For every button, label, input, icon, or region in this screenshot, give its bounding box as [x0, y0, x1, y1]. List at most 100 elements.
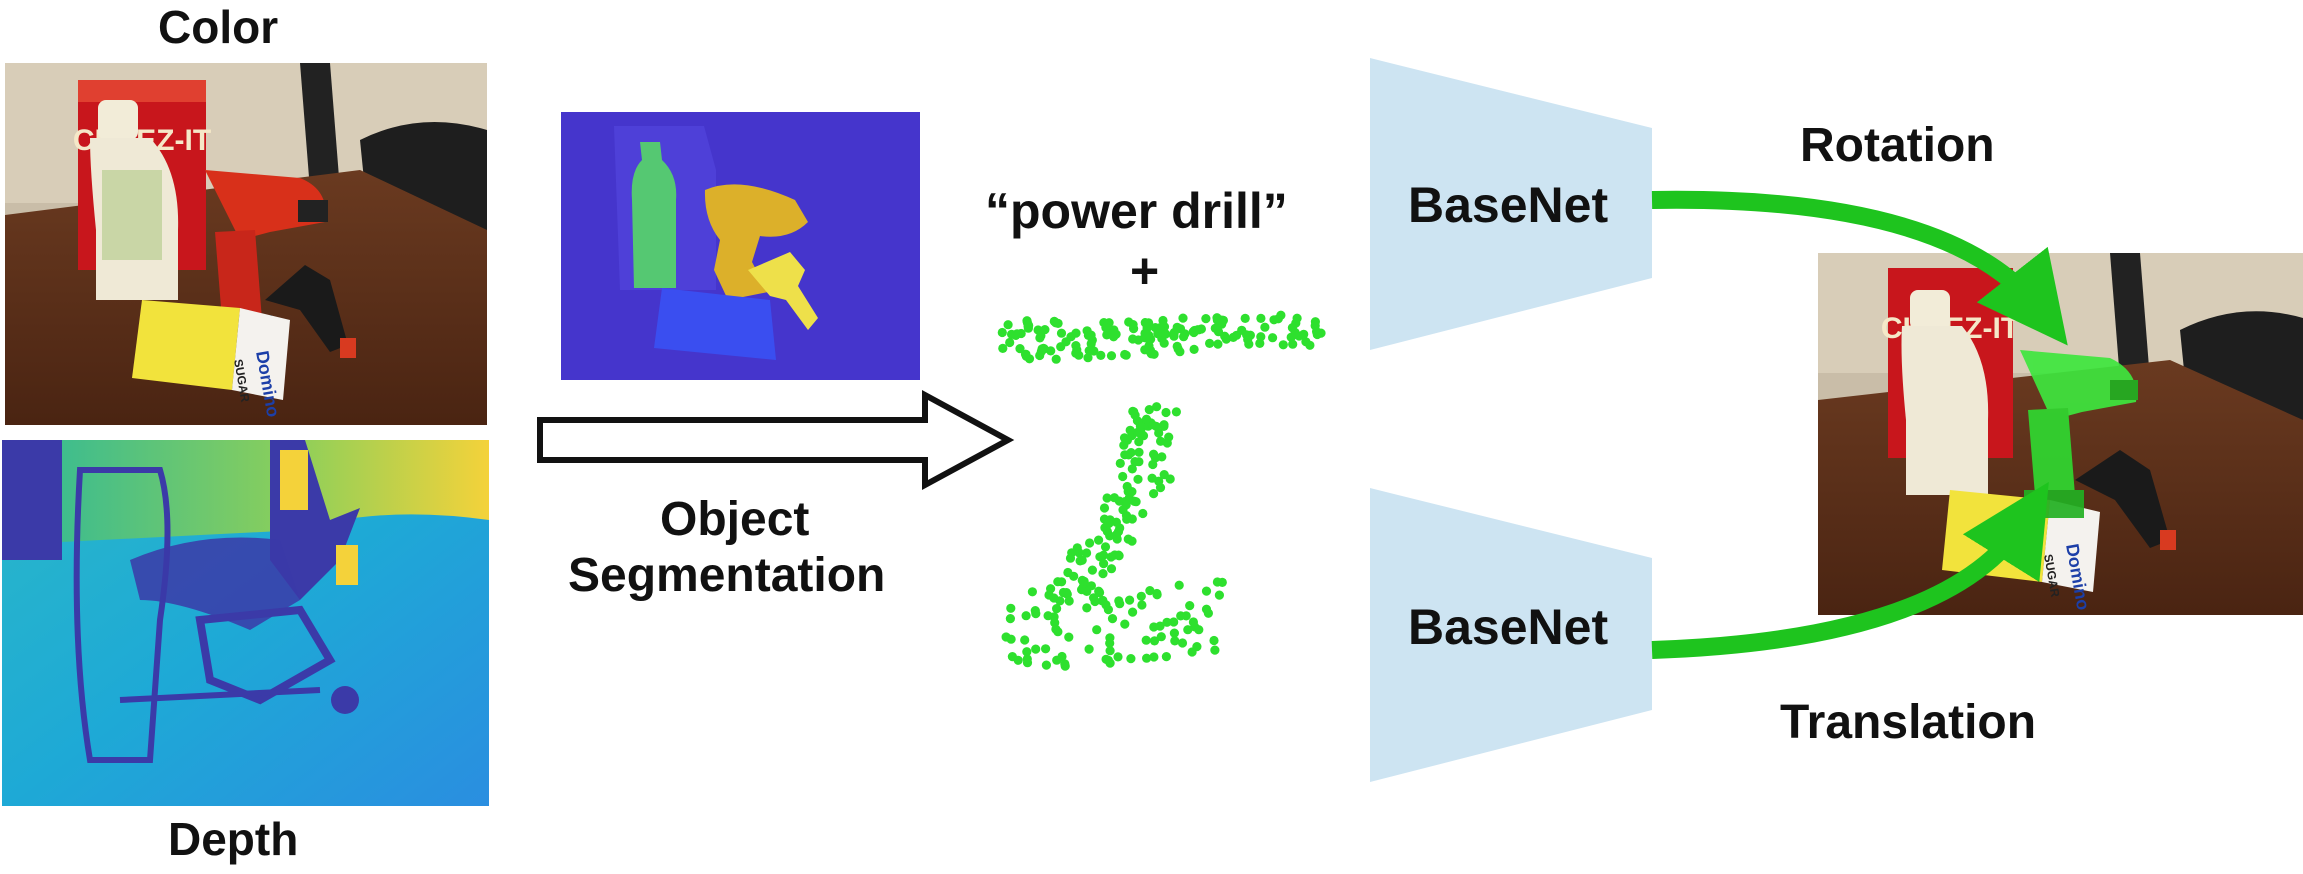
point: [1134, 447, 1144, 457]
point: [1159, 421, 1169, 431]
point: [1159, 338, 1169, 348]
point: [1138, 508, 1148, 519]
point: [1122, 435, 1132, 445]
point: [1269, 315, 1279, 325]
point: [1125, 425, 1135, 435]
point: [1171, 407, 1181, 417]
point: [1092, 625, 1102, 635]
point: [1123, 534, 1133, 544]
point: [1061, 588, 1072, 598]
point: [1105, 329, 1115, 339]
point: [1086, 339, 1096, 349]
point: [1140, 328, 1150, 338]
point: [1134, 437, 1144, 447]
point: [1278, 340, 1288, 350]
point: [1156, 436, 1166, 446]
point: [1187, 647, 1197, 657]
point: [1038, 343, 1049, 353]
point: [1095, 587, 1105, 598]
hollow-right-arrow-icon: [537, 389, 1015, 491]
point: [1142, 653, 1152, 663]
point: [1189, 344, 1199, 354]
point: [1128, 607, 1138, 617]
point: [1210, 645, 1220, 655]
point: [1256, 313, 1266, 323]
point: [1089, 593, 1099, 603]
point: [1147, 473, 1157, 483]
point: [1114, 550, 1124, 560]
point: [1290, 327, 1300, 338]
point: [1133, 474, 1143, 484]
point: [1179, 332, 1189, 342]
point: [1301, 337, 1311, 347]
point: [1237, 325, 1247, 335]
point: [1043, 611, 1053, 621]
point: [1149, 636, 1160, 646]
point: [1055, 596, 1065, 606]
point: [1095, 552, 1105, 562]
point: [1209, 635, 1219, 646]
point: [1127, 464, 1137, 474]
point: [1149, 449, 1159, 459]
point: [1178, 313, 1188, 323]
point: [1021, 611, 1031, 621]
point: [1079, 576, 1089, 587]
point: [1169, 331, 1179, 341]
point: [1152, 588, 1162, 599]
point: [1214, 590, 1224, 600]
point: [1105, 531, 1115, 541]
plus-sign: +: [1130, 243, 1160, 299]
point: [1041, 644, 1051, 654]
point: [1056, 342, 1066, 352]
point: [1031, 644, 1041, 654]
point: [1084, 644, 1094, 654]
point: [1141, 414, 1152, 424]
point-cloud: [997, 310, 1326, 671]
point: [1141, 635, 1151, 645]
point: [1087, 565, 1097, 575]
point: [1013, 655, 1023, 665]
bleach-bottle: [90, 100, 179, 300]
point: [1063, 567, 1073, 578]
point: [1064, 596, 1074, 606]
point: [1144, 405, 1154, 415]
point: [1161, 652, 1171, 662]
point: [1128, 334, 1138, 344]
point: [1100, 542, 1111, 552]
point: [1102, 493, 1112, 503]
point: [1164, 432, 1174, 442]
point: [1288, 339, 1298, 349]
point: [1260, 322, 1270, 332]
point: [1077, 585, 1087, 595]
point: [1169, 628, 1179, 638]
point: [1118, 505, 1128, 515]
point: [1126, 654, 1136, 664]
point: [1003, 320, 1013, 330]
point: [1201, 586, 1212, 596]
point: [1051, 354, 1061, 364]
point: [1082, 548, 1092, 558]
point: [1065, 553, 1076, 563]
point: [1105, 633, 1115, 643]
point: [1240, 313, 1250, 323]
point: [1158, 315, 1168, 326]
point: [1120, 619, 1130, 629]
point: [1046, 584, 1056, 594]
point: [1136, 591, 1146, 601]
point: [1115, 523, 1125, 533]
segmentation-label-line2: Segmentation: [568, 549, 886, 602]
point: [1221, 334, 1231, 344]
point: [1125, 595, 1135, 605]
point: [1083, 353, 1093, 363]
point: [1188, 617, 1198, 627]
point: [1118, 471, 1128, 482]
basenet-top-shape: [1370, 58, 1652, 350]
point: [1086, 330, 1096, 340]
point: [1120, 349, 1130, 360]
point: [1194, 625, 1204, 635]
point: [1183, 625, 1193, 635]
point: [1105, 515, 1115, 525]
point: [1106, 351, 1117, 361]
point: [1152, 402, 1162, 412]
